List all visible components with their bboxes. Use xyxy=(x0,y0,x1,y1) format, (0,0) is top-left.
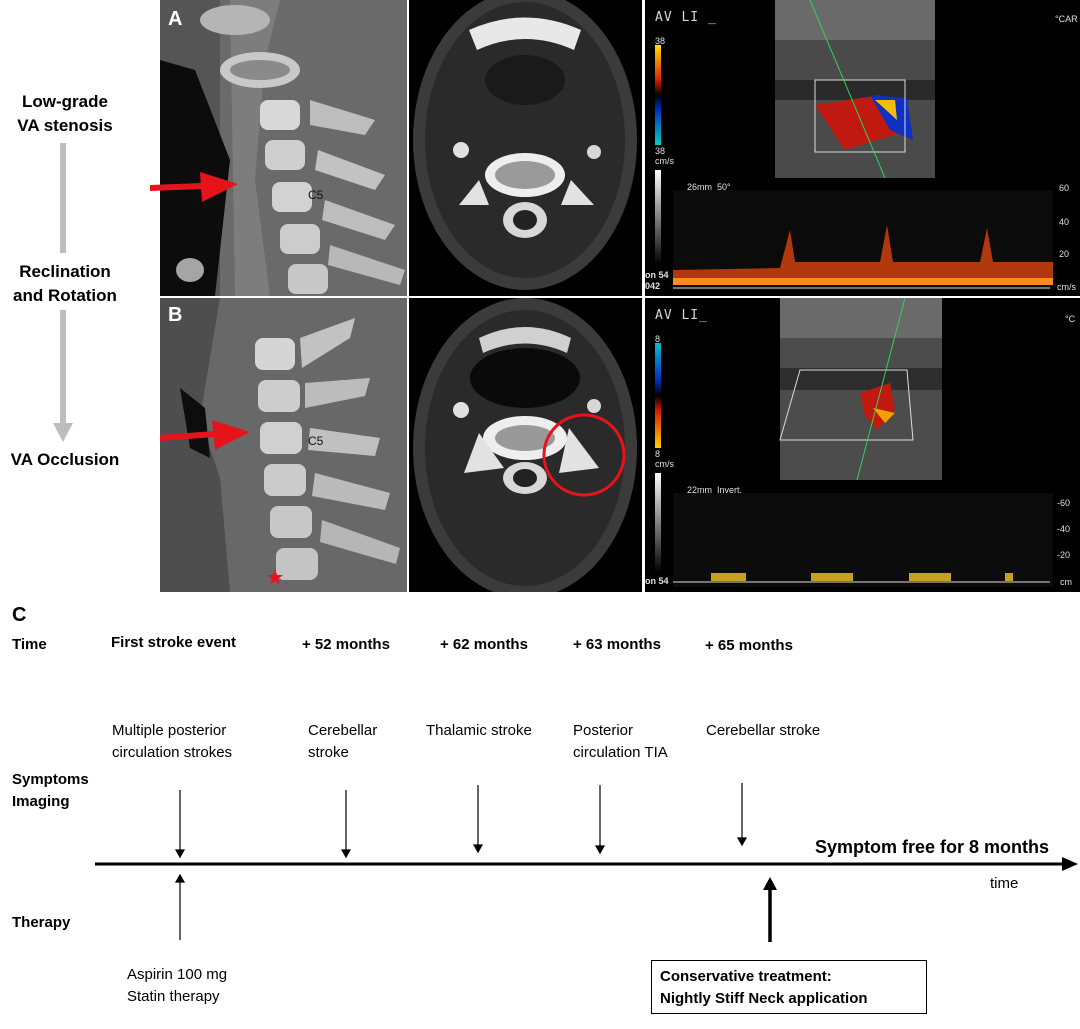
us-scale-unit-b: cm/s xyxy=(655,459,674,469)
us-code-a: on 54 xyxy=(645,270,669,280)
vertebra-label-c5: C5 xyxy=(308,434,324,448)
ct-axial-a xyxy=(409,0,642,296)
occlusion-circle xyxy=(542,413,626,497)
vertebra-label-c5: C5 xyxy=(308,188,324,202)
us-tick-a: 20 xyxy=(1059,249,1070,259)
us-header-b: AV LI_ xyxy=(655,308,708,323)
therapy-initial: Aspirin 100 mg Statin therapy xyxy=(127,964,227,1008)
ct-sagittal-a-image xyxy=(160,0,407,296)
us-tick-b: -20 xyxy=(1057,550,1071,560)
event-symptom: Cerebellar stroke xyxy=(308,720,377,764)
us-tick-a: 40 xyxy=(1059,217,1070,227)
symptom-line: circulation strokes xyxy=(112,744,233,761)
therapy-line: Aspirin 100 mg xyxy=(127,966,228,983)
symptom-line: Cerebellar xyxy=(308,722,378,739)
us-code2-a: 042 xyxy=(645,281,661,291)
symptom-line: circulation TIA xyxy=(573,744,668,761)
symptom-line: Multiple posterior xyxy=(112,722,227,739)
us-depth-a: 26mm xyxy=(687,182,713,192)
row-label-imaging: Imaging xyxy=(12,793,70,810)
row-label-symptoms: Symptoms xyxy=(12,771,89,788)
us-mode-b: Invert. xyxy=(717,485,743,495)
row-label-time: Time xyxy=(12,636,47,653)
axis-label-time: time xyxy=(990,875,1019,892)
ct-axial-b-image xyxy=(409,298,642,592)
therapy-line: Conservative treatment: xyxy=(660,968,832,985)
panel-letter-c: C xyxy=(12,604,27,626)
event-time: + 65 months xyxy=(705,637,793,654)
red-arrow-a-icon xyxy=(150,172,238,202)
us-tick-b: -40 xyxy=(1057,524,1071,534)
us-code-b: on 54 xyxy=(645,576,669,586)
ultrasound-b-image xyxy=(645,298,1080,592)
ultrasound-b: AV LI_ °C 8 8 cm/s 22mm Invert. on 54 -6… xyxy=(645,298,1080,592)
symptom-line: Posterior xyxy=(573,722,634,739)
label-line: Reclination xyxy=(19,262,111,281)
us-header-a: AV LI _ xyxy=(655,10,717,25)
therapy-line: Nightly Stiff Neck application xyxy=(660,990,868,1007)
label-line: Low-grade xyxy=(22,92,108,111)
us-scale-top-a: 38 xyxy=(655,36,666,46)
event-symptom: Multiple posterior circulation strokes xyxy=(112,720,232,764)
ct-sagittal-b: B C5 xyxy=(160,298,407,592)
timeline-axis xyxy=(95,783,1078,942)
ultrasound-a: AV LI _ °CAR 38 38 cm/s 26mm 50° on 54 0… xyxy=(645,0,1080,296)
star-icon xyxy=(267,569,283,585)
ct-axial-a-image xyxy=(409,0,642,296)
panel-letter-b: B xyxy=(168,304,183,326)
us-tick-b: -60 xyxy=(1057,498,1071,508)
us-scale-top-b: 8 xyxy=(655,334,661,344)
event-symptom: Cerebellar stroke xyxy=(706,720,820,742)
symptom-line: Cerebellar stroke xyxy=(706,722,821,739)
symptom-line: Thalamic stroke xyxy=(426,722,532,739)
event-symptom: Thalamic stroke xyxy=(426,720,532,742)
label-line: VA stenosis xyxy=(17,116,113,135)
us-side-tag-a: °CAR xyxy=(1055,14,1078,24)
ct-sagittal-a: A C5 xyxy=(160,0,407,296)
symptom-line: stroke xyxy=(308,744,349,761)
us-scale-unit-a: cm/s xyxy=(655,156,674,166)
row-label-therapy: Therapy xyxy=(12,914,71,931)
event-time: First stroke event xyxy=(111,634,237,651)
us-side-tag-b: °C xyxy=(1065,314,1076,324)
us-axis-unit-b: cm xyxy=(1060,577,1072,587)
us-scale-bottom-b: 8 xyxy=(655,449,661,459)
ultrasound-a-image xyxy=(645,0,1080,296)
us-angle-a: 50° xyxy=(717,182,731,192)
therapy-later-box: Conservative treatment: Nightly Stiff Ne… xyxy=(651,960,927,1014)
event-time: + 62 months xyxy=(440,636,528,653)
label-line: and Rotation xyxy=(13,286,117,305)
ct-sagittal-b-image xyxy=(160,298,407,592)
red-arrow-b-icon xyxy=(160,420,250,450)
us-scale-bottom-a: 38 xyxy=(655,146,666,156)
therapy-line: Statin therapy xyxy=(127,988,220,1005)
us-axis-unit-a: cm/s xyxy=(1057,282,1076,292)
event-symptom: Posterior circulation TIA xyxy=(573,720,668,764)
event-time: + 52 months xyxy=(302,636,390,653)
flow-arrow-shaft-top xyxy=(60,143,66,253)
us-depth-b: 22mm xyxy=(687,485,713,495)
label-reclination-rotation: Reclination and Rotation xyxy=(0,260,130,308)
outcome-text: Symptom free for 8 months xyxy=(815,837,1050,857)
flow-arrow-down-icon xyxy=(53,310,73,442)
label-low-grade-stenosis: Low-grade VA stenosis xyxy=(0,90,130,138)
us-tick-a: 60 xyxy=(1059,183,1070,193)
event-time: + 63 months xyxy=(573,636,661,653)
ct-axial-b xyxy=(409,298,642,592)
label-va-occlusion: VA Occlusion xyxy=(10,450,120,469)
panel-letter-a: A xyxy=(168,8,183,30)
